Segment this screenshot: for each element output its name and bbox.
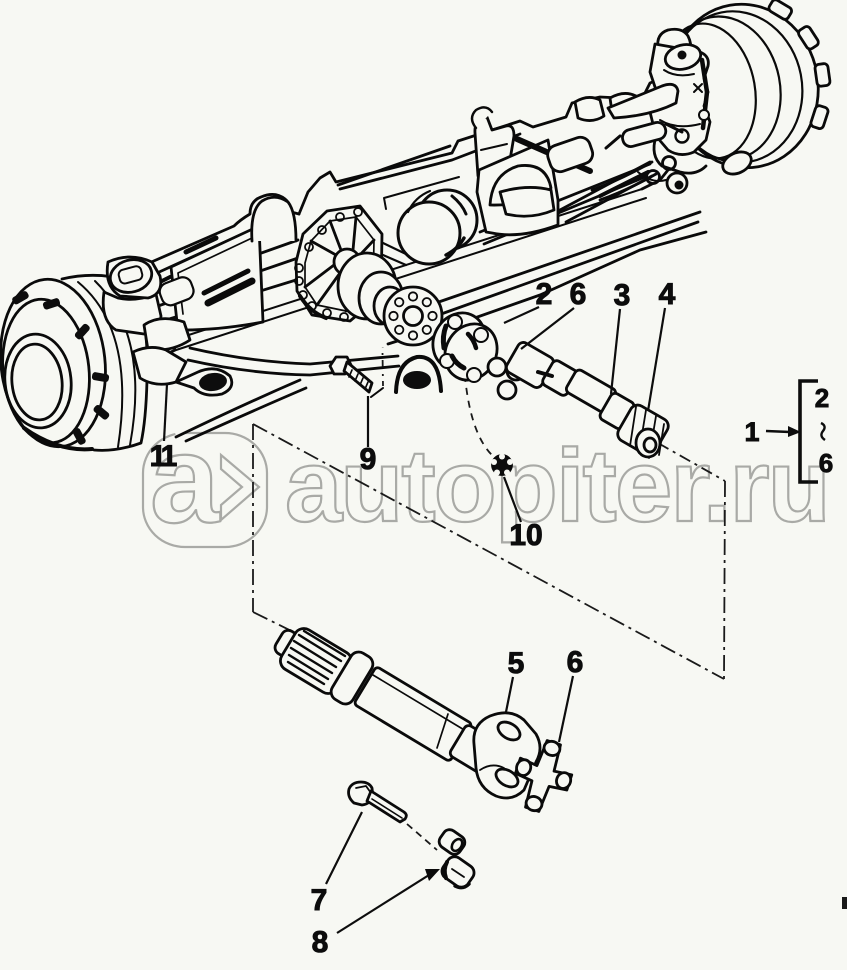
- svg-text:autopiter.ru: autopiter.ru: [285, 428, 829, 543]
- svg-text:6: 6: [567, 646, 584, 679]
- svg-text:1: 1: [744, 417, 759, 447]
- svg-text:4: 4: [659, 278, 676, 311]
- svg-text:5: 5: [508, 647, 525, 680]
- svg-text:1: 1: [150, 440, 167, 473]
- svg-text:9: 9: [360, 443, 377, 476]
- svg-text:3: 3: [614, 279, 631, 312]
- svg-text:8: 8: [312, 926, 329, 959]
- svg-text:6: 6: [819, 448, 833, 478]
- svg-text:1: 1: [161, 440, 178, 473]
- svg-text:2: 2: [815, 383, 829, 413]
- svg-text:2: 2: [536, 278, 553, 311]
- svg-text:7: 7: [311, 884, 328, 917]
- svg-text:6: 6: [570, 278, 587, 311]
- svg-text:10: 10: [509, 519, 542, 552]
